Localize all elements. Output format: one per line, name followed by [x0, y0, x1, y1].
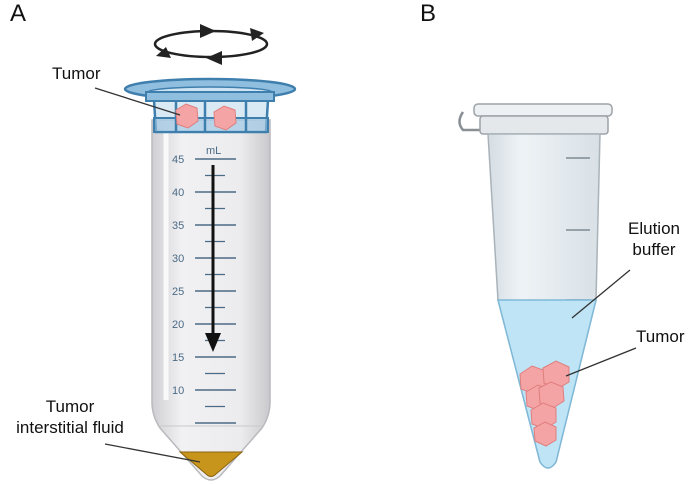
unit-label: mL [206, 145, 221, 157]
leader-line-fluid [104, 443, 201, 463]
leader-line-elution [571, 269, 631, 319]
scale-label: 30 [172, 253, 184, 265]
leader-line-tumor-a [94, 87, 181, 116]
label-fluid-line2: interstitial fluid [16, 418, 124, 437]
leader-line-tumor-b [565, 347, 637, 377]
panel-label-b: B [420, 0, 437, 27]
scale-label: 35 [172, 220, 184, 232]
tumor-tissue-b [519, 360, 570, 447]
label-elution-line1: Elution [628, 219, 680, 238]
label-elution-line2: buffer [632, 240, 676, 259]
label-fluid-line1: Tumor [45, 397, 95, 416]
scale-label: 15 [172, 352, 184, 364]
scale-label: 45 [172, 154, 184, 166]
label-fluid: Tumor interstitial fluid [0, 396, 140, 438]
scale-label: 20 [172, 319, 184, 331]
centrifuge-tube [151, 119, 271, 481]
flow-direction-arrow-icon [205, 165, 221, 352]
volume-scale: 45 40 35 30 25 20 15 10 [172, 154, 236, 424]
label-tumor-b: Tumor [636, 327, 685, 346]
scale-label: 10 [172, 385, 184, 397]
filter-basket [123, 77, 297, 134]
rotation-arrows-icon [153, 24, 269, 65]
tumor-interstitial-fluid [178, 451, 244, 477]
label-elution-buffer: Elution buffer [612, 218, 696, 260]
panel-label-a: A [10, 0, 27, 27]
tumor-tissue-a [175, 103, 237, 131]
label-tumor-a: Tumor [52, 64, 101, 83]
scale-label: 40 [172, 187, 184, 199]
scale-label: 25 [172, 286, 184, 298]
